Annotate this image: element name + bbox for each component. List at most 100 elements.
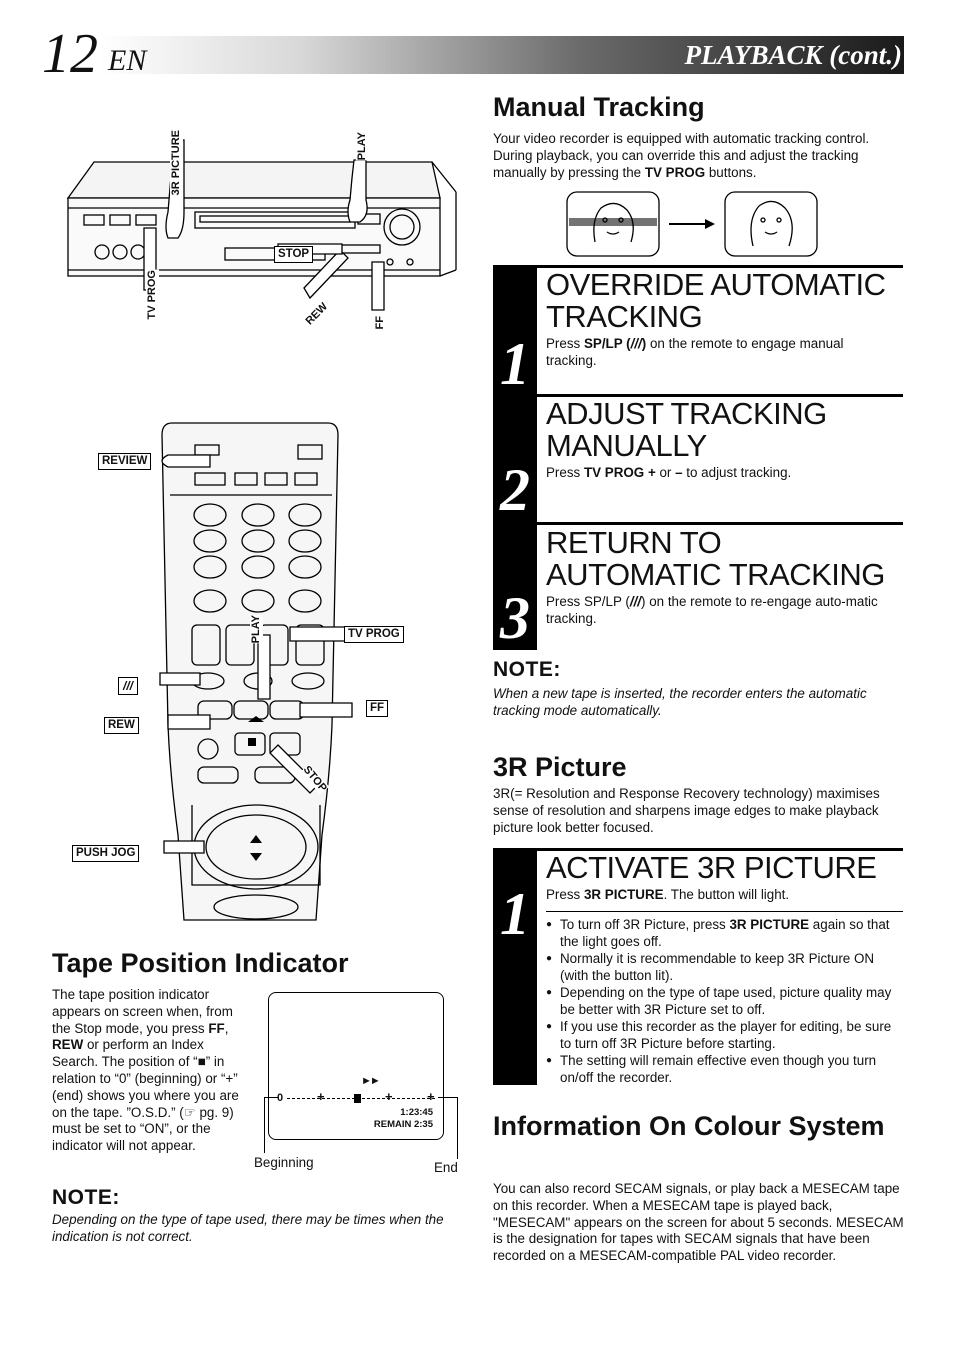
colour-system-title: Information On Colour System	[493, 1111, 885, 1141]
step-number-box	[493, 265, 537, 650]
three-r-bullets: To turn off 3R Picture, press 3R PICTURE…	[546, 917, 904, 1087]
three-r-title: 3R Picture	[493, 752, 627, 782]
tape-plus-mark-1: +	[317, 1089, 325, 1104]
three-r-bullet-5: The setting will remain effective even t…	[546, 1053, 904, 1087]
end-label: End	[434, 1160, 458, 1175]
step-2-number: 2	[500, 457, 530, 523]
beginning-label: Beginning	[254, 1155, 314, 1170]
step-2-body: Press TV PROG + or – to adjust tracking.	[546, 465, 896, 482]
page-number: 12	[42, 23, 98, 85]
end-line	[457, 1097, 458, 1159]
three-r-bullet-3: Depending on the type of tape used, pict…	[546, 985, 904, 1019]
step-2-rule	[537, 394, 903, 397]
step-2-text-1: Press	[546, 465, 584, 480]
colour-system-body: You can also record SECAM signals, or pl…	[493, 1181, 904, 1264]
step-1-rule	[537, 265, 903, 268]
end-connector	[438, 1097, 457, 1098]
three-r-step-box	[493, 848, 537, 1085]
manual-tracking-intro-b: TV PROG	[644, 164, 706, 180]
step-1-title: OVERRIDE AUTOMATIC TRACKING	[546, 267, 886, 334]
sp-lp-symbol: ///	[630, 336, 642, 351]
step-3-text-1: Press SP/LP (	[546, 594, 630, 609]
tape-note-body: Depending on the type of tape used, ther…	[52, 1212, 444, 1244]
three-r-step-c: . The button will light.	[663, 887, 790, 902]
step-1-text-2: SP/LP (	[583, 336, 631, 351]
three-r-divider	[546, 911, 903, 912]
step-1-text-3: )	[641, 336, 647, 351]
vcr-label-play: PLAY	[356, 132, 369, 161]
remote-drawing	[159, 422, 353, 921]
vcr-illustration: 3R PICTURE PLAY STOP TV PROG REW FF	[60, 120, 460, 350]
remote-label-push-jog: PUSH JOG	[72, 845, 140, 862]
tracking-drawing	[566, 191, 818, 257]
tape-position-rew: REW	[52, 1037, 84, 1053]
step-2-text-3: or	[655, 465, 676, 480]
step-1-text-1: Press	[546, 336, 584, 351]
manual-tracking-intro-a: Your video recorder is equipped with aut…	[493, 131, 870, 180]
sp-lp-icon: ///	[118, 677, 139, 695]
step-2-title: ADJUST TRACKING MANUALLY	[546, 396, 827, 463]
vcr-label-3r-picture: 3R PICTURE	[170, 130, 183, 196]
tracking-illustration	[565, 190, 825, 258]
step-2-text-4: –	[675, 465, 683, 480]
tape-position-title: Tape Position Indicator	[52, 948, 349, 978]
three-r-bullet-2: Normally it is recommendable to keep 3R …	[546, 951, 904, 985]
three-r-step-body: Press 3R PICTURE. The button will light.	[546, 887, 896, 904]
step-1-number: 1	[500, 331, 530, 397]
manual-tracking-intro-c: buttons.	[705, 164, 757, 180]
three-r-step-b: 3R PICTURE	[583, 887, 664, 902]
tape-track	[287, 1098, 435, 1099]
step-1-text-4: on the remote to engage manual tracking.	[546, 336, 844, 368]
step-3-body: Press SP/LP (///) on the remote to re-en…	[546, 594, 886, 628]
tape-note-heading: NOTE:	[52, 1186, 120, 1209]
section-title: PLAYBACK (cont.)	[684, 40, 902, 70]
three-r-bullet-1-a: To turn off 3R Picture, press	[560, 917, 730, 932]
sp-lp-symbol-2: ///	[629, 594, 642, 609]
tape-position-screen: ►► 0 + + + 1:23:45 REMAIN 2:35	[268, 992, 444, 1140]
three-r-intro: 3R(= Resolution and Response Recovery te…	[493, 786, 880, 835]
tape-position-ff: FF	[208, 1020, 225, 1036]
tracking-note-heading: NOTE:	[493, 658, 561, 681]
step-2-text-2: TV PROG +	[583, 465, 656, 480]
three-r-step-number: 1	[500, 881, 530, 947]
remote-label-tv-prog: TV PROG	[344, 626, 404, 643]
remote-label-ff: FF	[366, 700, 389, 717]
manual-tracking-intro: Your video recorder is equipped with aut…	[493, 131, 903, 181]
tape-plus-mark-end: +	[427, 1089, 435, 1104]
remote-label-rew: REW	[104, 717, 139, 734]
three-r-step-a: Press	[546, 887, 584, 902]
remote-illustration: REVIEW /// REW PUSH JOG TV PROG FF PLAY …	[60, 415, 460, 925]
tape-position-body: The tape position indicator appears on s…	[52, 987, 248, 1155]
page-language: EN	[108, 44, 147, 77]
beginning-connector	[264, 1097, 278, 1098]
header-bar	[100, 36, 904, 74]
step-3-rule	[537, 522, 903, 525]
step-1-body: Press SP/LP (///) on the remote to engag…	[546, 336, 896, 370]
tape-position-text-1: The tape position indicator appears on s…	[52, 987, 233, 1036]
manual-tracking-title: Manual Tracking	[493, 92, 705, 122]
tracking-note-body: When a new tape is inserted, the recorde…	[493, 686, 867, 718]
step-2-text-5: to adjust tracking.	[682, 465, 792, 480]
three-r-step-title: ACTIVATE 3R PICTURE	[546, 850, 877, 885]
three-r-bullet-1-b: 3R PICTURE	[729, 917, 810, 932]
beginning-line	[264, 1097, 265, 1153]
vcr-label-stop: STOP	[274, 246, 314, 263]
three-r-rule	[537, 848, 903, 851]
three-r-bullet-1-c: again so that the light goes off.	[560, 917, 890, 949]
tape-position-marker	[353, 1094, 361, 1103]
three-r-bullet-4: If you use this recorder as the player f…	[546, 1019, 904, 1053]
three-r-bullet-1: To turn off 3R Picture, press 3R PICTURE…	[546, 917, 904, 951]
remote-label-review: REVIEW	[98, 453, 152, 470]
vcr-label-tv-prog: TV PROG	[146, 270, 159, 320]
tape-time: 1:23:45	[400, 1107, 433, 1118]
tape-position-comma: ,	[224, 1020, 229, 1036]
remote-label-play: PLAY	[250, 615, 263, 644]
step-3-title: RETURN TO AUTOMATIC TRACKING	[546, 525, 885, 592]
tape-plus-mark-2: +	[385, 1089, 393, 1104]
tape-ff-symbol: ►►	[361, 1075, 381, 1087]
vcr-label-ff: FF	[374, 316, 387, 330]
tape-remain: REMAIN 2:35	[373, 1119, 433, 1130]
step-3-number: 3	[500, 585, 530, 651]
step-3-text-3: ) on the remote to re-engage auto-matic …	[546, 594, 878, 626]
tape-position-text-2: or perform an Index Search. The position…	[52, 1037, 239, 1154]
